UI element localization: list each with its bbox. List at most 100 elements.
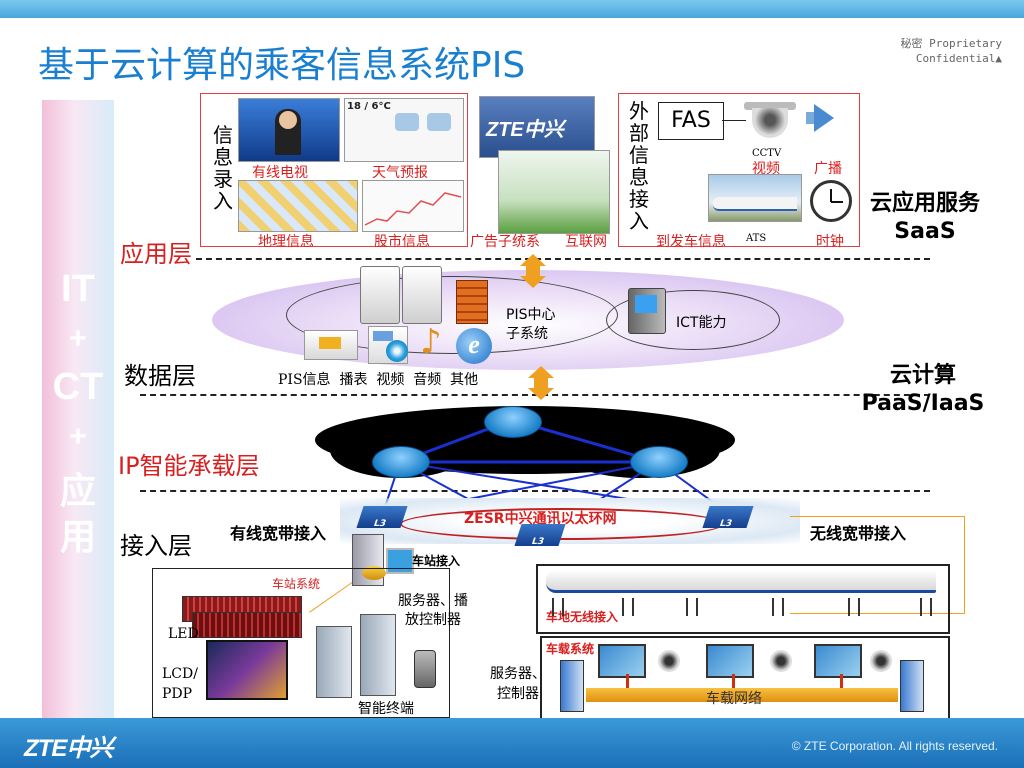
divider-ip — [140, 490, 930, 492]
confidential-line1: 秘密 Proprietary — [900, 37, 1002, 50]
led-display-icon-2 — [192, 612, 302, 638]
pis-info-icon — [304, 330, 358, 360]
clock-label: 时钟 — [816, 234, 844, 250]
onboard-server-label: 服务器、 控制器 — [490, 666, 546, 702]
saas-line2: SaaS — [894, 219, 956, 244]
bar-ying: 应 — [59, 470, 96, 511]
confidential-note: 秘密 Proprietary Confidential▲ — [901, 36, 1002, 66]
external-input-title: 外部信息接入 — [629, 99, 649, 233]
footer-bar — [0, 718, 1024, 768]
firewall-icon — [456, 280, 488, 324]
station-pc-icon — [386, 548, 414, 574]
core-router-right-icon — [630, 446, 688, 478]
antenna-icon-4 — [772, 598, 784, 616]
kiosk-icon-2 — [360, 614, 396, 696]
weather-image: 18 / 6°C — [344, 98, 464, 162]
audio-icon: ♪ — [420, 322, 442, 362]
page-title: 基于云计算的乘客信息系统PIS — [38, 45, 526, 86]
broadcast-speaker-icon — [806, 104, 836, 132]
confidential-line2: Confidential▲ — [915, 52, 1002, 65]
core-router-top-icon — [484, 406, 542, 438]
bus-drop-2 — [732, 674, 735, 688]
bus-drop-1 — [626, 674, 629, 688]
ad-system-label: 广告子统系 — [470, 234, 540, 250]
onboard-server-left — [560, 660, 584, 712]
ad-image: ZTE中兴 — [479, 96, 595, 158]
station-system-label: 车站系统 — [272, 577, 321, 591]
external-input-box — [618, 93, 860, 247]
cable-tv-label: 有线电视 — [252, 165, 308, 181]
antenna-icon-3 — [686, 598, 698, 616]
onboard-camera-3 — [870, 650, 892, 672]
pis-center-label: PIS中心 子系统 — [506, 307, 556, 342]
paas-label: 云计算 PaaS/IaaS — [856, 362, 990, 418]
stock-image — [362, 180, 464, 232]
zte-logo: ZTE中兴 — [24, 735, 113, 762]
internet-label: 互联网 — [565, 234, 607, 250]
bar-plus-2: + — [69, 420, 87, 453]
departure-label: 到发车信息 — [656, 234, 726, 250]
map-image — [238, 180, 358, 232]
antenna-icon-1 — [552, 598, 564, 616]
cctv-label: CCTV — [752, 148, 782, 159]
station-system-box — [152, 568, 450, 718]
ict-label: ICT能力 — [676, 315, 727, 331]
ie-icon: e — [456, 328, 492, 364]
internet-image — [498, 150, 610, 234]
zesr-label: ZESR中兴通讯以太环网 — [464, 511, 617, 527]
l3-switch-left: L3 — [356, 506, 408, 529]
app-data-arrow-icon — [520, 254, 546, 288]
divider-app — [196, 258, 930, 260]
core-router-left-icon — [372, 446, 430, 478]
led-label: LED — [168, 626, 199, 642]
wired-access-label: 有线宽带接入 — [230, 524, 327, 543]
saas-label: 云应用服务 SaaS — [858, 190, 992, 246]
terminal-label: 智能终端 — [358, 701, 414, 717]
layer-app-label: 应用层 — [120, 240, 192, 268]
info-input-box — [200, 93, 468, 247]
train-photo — [708, 174, 802, 222]
saas-line1: 云应用服务 — [869, 191, 980, 216]
cctv-camera-icon — [744, 102, 796, 142]
top-banner — [0, 0, 1024, 18]
copyright-text: © ZTE Corporation. All rights reserved. — [791, 739, 998, 753]
layer-data-label: 数据层 — [124, 362, 196, 390]
onboard-screen-1 — [598, 644, 646, 678]
onboard-camera-2 — [770, 650, 792, 672]
server-icon-1 — [360, 266, 400, 324]
lcd-screen-icon — [206, 640, 288, 700]
layer-access-label: 接入层 — [120, 532, 192, 560]
cable-tv-image — [238, 98, 340, 162]
antenna-icon-6 — [920, 598, 932, 616]
bar-plus-1: + — [69, 322, 87, 355]
antenna-icon-5 — [848, 598, 860, 616]
map-label: 地理信息 — [258, 234, 314, 250]
onboard-network-bar — [586, 688, 898, 702]
onboard-screen-3 — [814, 644, 862, 678]
paas-line2: PaaS/IaaS — [861, 391, 985, 416]
station-db-icon — [362, 566, 386, 580]
l3-switch-right: L3 — [702, 506, 754, 529]
info-input-title: 信息录入 — [213, 123, 233, 213]
broadcast-label: 广播 — [814, 161, 842, 177]
station-access-label: 车站接入 — [412, 554, 461, 568]
onboard-server-right — [900, 660, 924, 712]
data-ip-arrow-icon — [528, 366, 554, 400]
weather-label: 天气预报 — [372, 165, 428, 181]
station-server-label: 服务器、播 放控制器 — [398, 593, 468, 628]
bar-yong: 用 — [59, 516, 96, 557]
server-icon-2 — [402, 266, 442, 324]
video-label: 视频 — [752, 161, 780, 177]
onboard-screen-2 — [706, 644, 754, 678]
ict-ellipse — [606, 290, 780, 350]
l3-switch-bottom: L3 — [514, 524, 566, 547]
ict-computer-icon — [628, 288, 666, 334]
kiosk-icon-1 — [316, 626, 352, 698]
ats-label: ATS — [746, 233, 767, 244]
train-wireless-label: 车地无线接入 — [546, 610, 619, 624]
bar-ct: CT — [52, 366, 104, 408]
fas-box: FAS — [658, 102, 724, 140]
it-ct-bar: IT + CT + 应 用 — [42, 100, 114, 718]
onboard-camera-1 — [658, 650, 680, 672]
mobile-phone-icon — [414, 650, 436, 688]
